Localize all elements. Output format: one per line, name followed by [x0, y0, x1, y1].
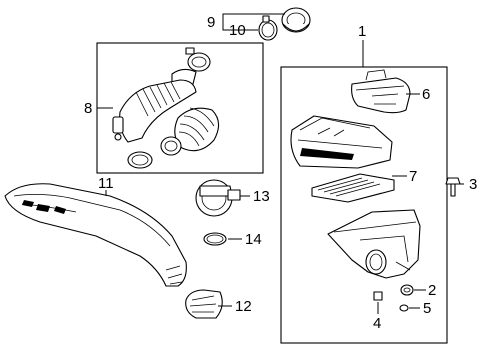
callout-13: 13 [253, 188, 270, 205]
part-5-washer [399, 304, 409, 312]
part-8-intake-duct [112, 47, 220, 169]
part-4-nut [373, 291, 383, 301]
part-13-sensor [195, 179, 241, 217]
part-2-grommet [400, 284, 414, 296]
part-9-cap [281, 7, 311, 33]
callout-1: 1 [358, 23, 366, 40]
part-3-bolt [445, 177, 461, 197]
part-12-elbow [185, 289, 223, 319]
callout-14: 14 [245, 231, 262, 248]
housing-lower [327, 209, 421, 279]
group-box-1 [280, 66, 448, 344]
callout-10: 10 [229, 22, 246, 39]
callout-2: 2 [428, 282, 436, 299]
callout-3: 3 [469, 176, 477, 193]
callout-6: 6 [422, 86, 430, 103]
callout-7: 7 [409, 168, 417, 185]
callout-12: 12 [235, 298, 252, 315]
part-14-oring [203, 232, 227, 246]
leader-lines [97, 13, 464, 314]
part-10-clamp [258, 15, 278, 41]
part-6-cover [351, 69, 411, 114]
callout-11: 11 [98, 175, 114, 192]
callout-5: 5 [423, 300, 431, 317]
callout-9: 9 [207, 14, 215, 31]
callout-8: 8 [84, 100, 92, 117]
part-11-inlet-duct [4, 183, 187, 287]
housing-upper [290, 115, 393, 169]
callout-4: 4 [373, 315, 381, 332]
part-7-filter [311, 173, 395, 203]
